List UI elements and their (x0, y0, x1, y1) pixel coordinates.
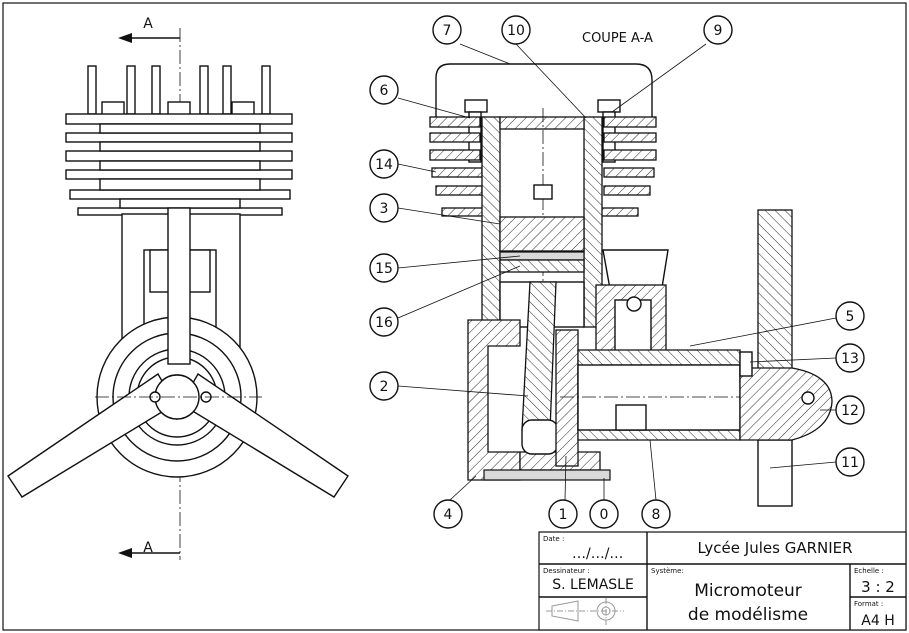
callout-4: 4 (444, 507, 453, 523)
callout-9: 9 (714, 23, 723, 39)
date-caption: Date : (543, 535, 564, 543)
callout-15: 15 (375, 261, 393, 277)
scale-value: 3 : 2 (861, 578, 895, 596)
drawer-caption: Dessinateur : (543, 567, 590, 575)
date-value: …/…/… (572, 546, 623, 562)
callout-14: 14 (375, 157, 393, 173)
callout-2: 2 (380, 379, 389, 395)
callout-11: 11 (841, 455, 859, 471)
front-view: A A (7, 16, 349, 560)
title-block: Date : …/…/… Lycée Jules GARNIER Dessina… (538, 531, 907, 631)
scale-caption: Echelle : (854, 567, 884, 575)
format-caption: Format : (854, 600, 883, 608)
callout-16: 16 (375, 315, 393, 331)
callout-3: 3 (380, 201, 389, 217)
school-name: Lycée Jules GARNIER (697, 539, 852, 557)
callouts: 7 10 9 6 14 3 15 16 2 5 13 12 11 4 1 0 8 (369, 15, 865, 529)
projection-symbol-icon (546, 598, 624, 625)
section-view: COUPE A-A (429, 31, 833, 507)
callout-12: 12 (841, 403, 859, 419)
callout-8: 8 (652, 507, 661, 523)
callout-5: 5 (846, 309, 855, 325)
callout-1: 1 (559, 507, 568, 523)
callout-0: 0 (600, 507, 609, 523)
callout-13: 13 (841, 351, 859, 367)
format-value: A4 H (861, 613, 894, 629)
section-mark-bottom: A (143, 540, 153, 556)
system-line-2: de modélisme (688, 605, 808, 625)
system-line-1: Micromoteur (694, 581, 802, 601)
drawer-name: S. LEMASLE (552, 577, 634, 593)
system-caption: Système: (651, 567, 684, 575)
section-mark-top: A (143, 16, 153, 32)
callout-6: 6 (380, 83, 389, 99)
callout-10: 10 (507, 23, 525, 39)
callout-7: 7 (443, 23, 452, 39)
section-title: COUPE A-A (582, 31, 653, 46)
